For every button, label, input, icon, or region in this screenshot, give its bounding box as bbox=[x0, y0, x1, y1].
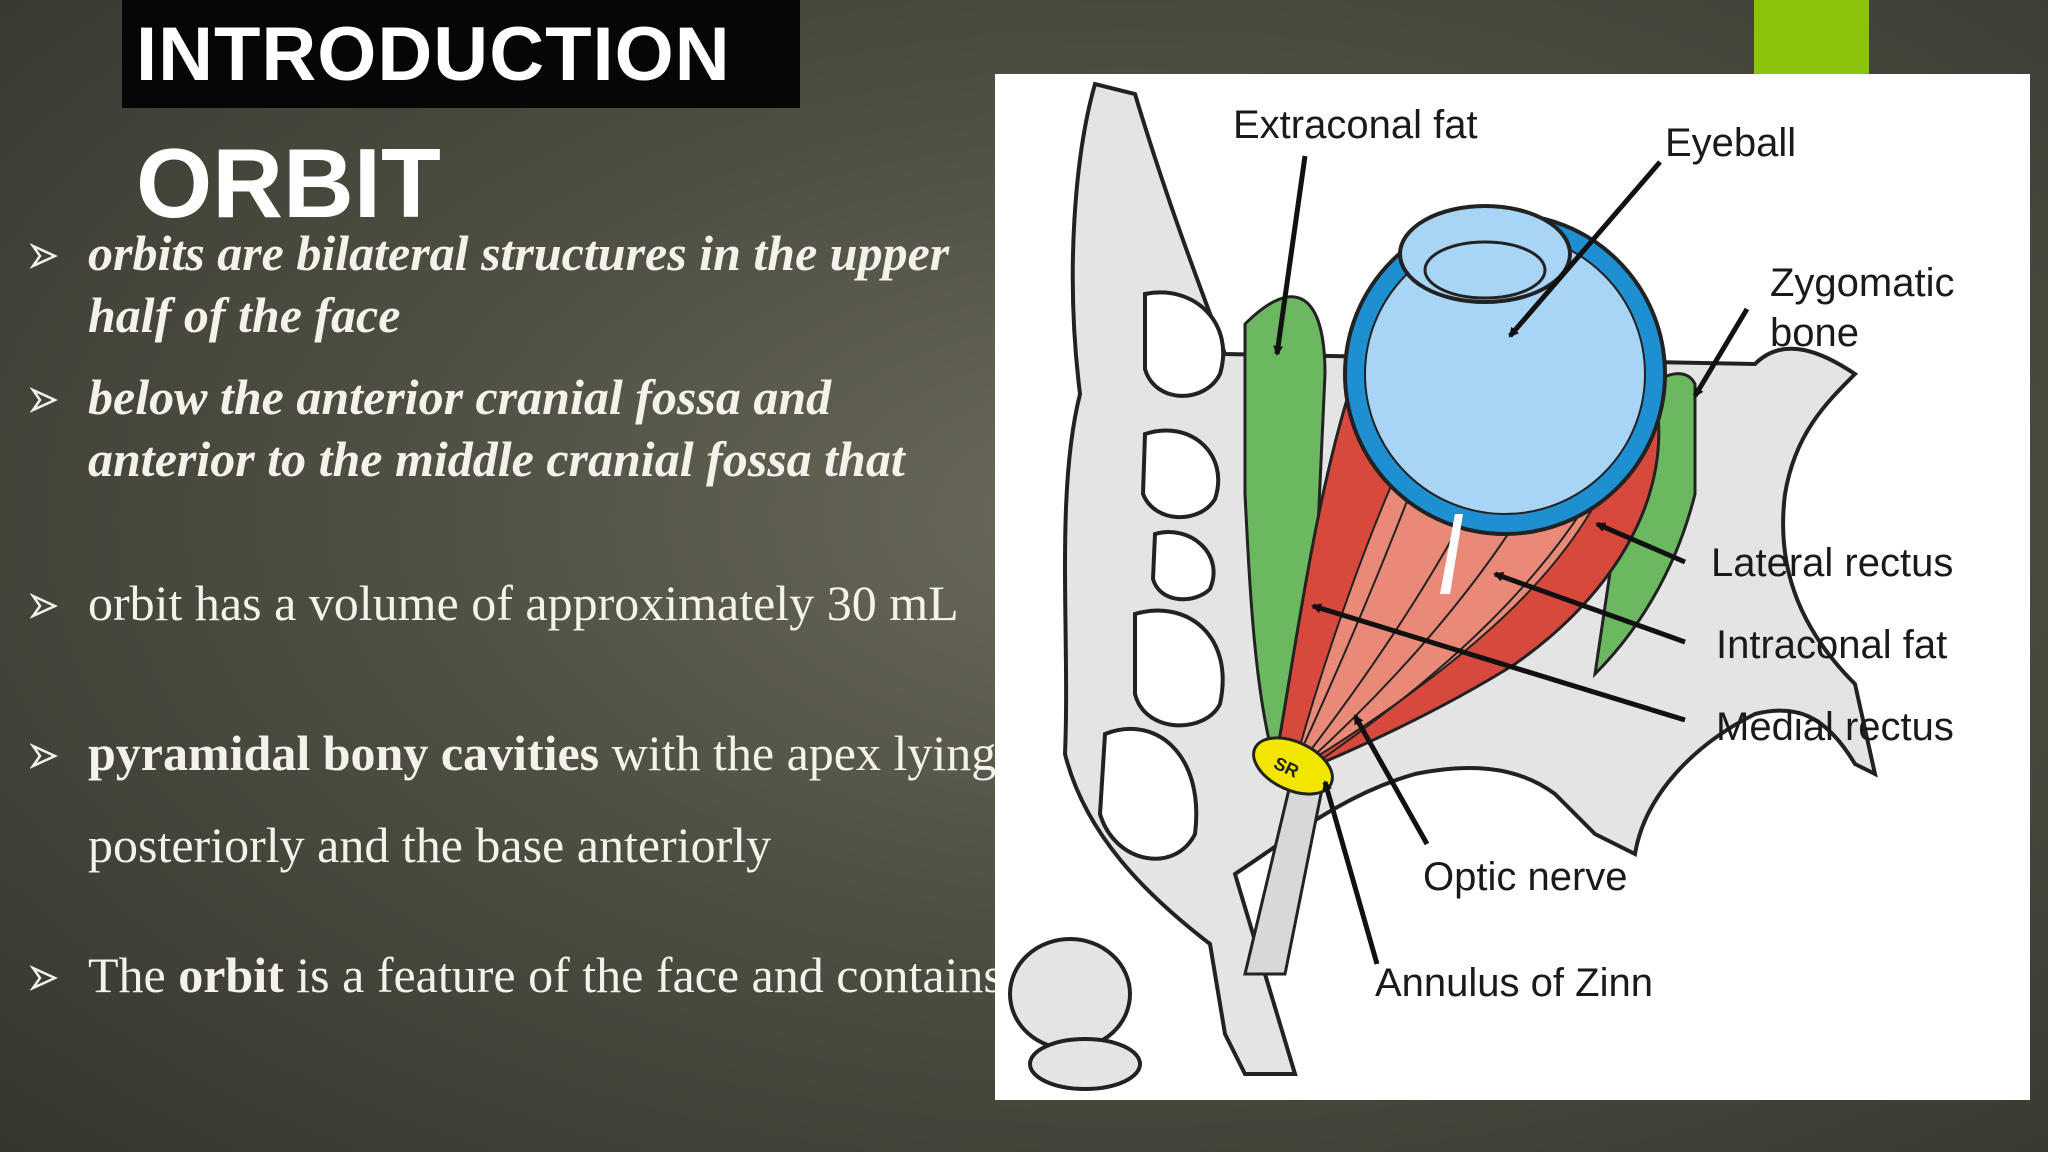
label-extraconal-fat: Extraconal fat bbox=[1233, 103, 1478, 147]
pointer-arrow bbox=[1273, 155, 1308, 356]
label-zygomatic-bone: Zygomatic bbox=[1770, 261, 1955, 305]
bullet-segment: is a feature of the face and contains bbox=[283, 947, 1003, 1003]
pointer-arrow bbox=[1692, 307, 1750, 398]
pointer-arrow bbox=[1322, 780, 1380, 965]
bullet-segment: The bbox=[88, 947, 179, 1003]
label-zygomatic-bone: bone bbox=[1770, 311, 1859, 355]
sinus-cell bbox=[1140, 428, 1221, 520]
accent-bar bbox=[1754, 0, 1869, 74]
sinus-cell bbox=[1008, 937, 1132, 1051]
slide-subtitle: ORBIT bbox=[136, 128, 441, 238]
nerve-streak bbox=[1440, 514, 1463, 594]
label-intraconal-fat: Intraconal fat bbox=[1716, 623, 1947, 667]
bullet-segment: orbit bbox=[178, 947, 284, 1003]
arrowhead-bullet-icon bbox=[30, 965, 58, 991]
bullet-segment: orbit has a volume of approximately 30 m… bbox=[88, 575, 959, 631]
sinus-cell bbox=[1133, 608, 1225, 728]
sinus-cell bbox=[1150, 530, 1216, 602]
bullet-text: orbits are bilateral structures in the u… bbox=[88, 222, 1008, 346]
sinus-cell bbox=[1028, 1037, 1142, 1091]
slide-title: INTRODUCTION bbox=[136, 12, 731, 97]
bullet-segment: with the apex lying posteriorly and the … bbox=[88, 725, 997, 873]
bullet-text: pyramidal bony cavities with the apex ly… bbox=[88, 707, 1008, 891]
orbit-anatomy-figure: SR Extraconal fat Eyeball Zygomatic bone… bbox=[995, 74, 2030, 1100]
label-lateral-rectus: Lateral rectus bbox=[1711, 541, 1953, 585]
sinus-cell bbox=[1143, 290, 1226, 398]
bullet-text: The orbit is a feature of the face and c… bbox=[88, 929, 1008, 1021]
bullet-segment: below the anterior cranial fossa and ant… bbox=[88, 369, 905, 487]
title-background bbox=[122, 0, 800, 108]
bullet-segment: orbits are bilateral structures in the u… bbox=[88, 225, 950, 343]
label-annulus-of-zinn: Annulus of Zinn bbox=[1375, 961, 1653, 1005]
label-optic-nerve: Optic nerve bbox=[1423, 855, 1628, 899]
lens-shape bbox=[1423, 240, 1547, 300]
arrowhead-bullet-icon bbox=[30, 387, 58, 413]
arrowhead-bullet-icon bbox=[30, 243, 58, 269]
pointer-arrow bbox=[1311, 603, 1686, 723]
label-medial-rectus: Medial rectus bbox=[1716, 705, 1954, 749]
bullet-text: below the anterior cranial fossa and ant… bbox=[88, 366, 1008, 490]
arrowhead-bullet-icon bbox=[30, 593, 58, 619]
arrowhead-bullet-icon bbox=[30, 743, 58, 769]
pointer-arrow bbox=[1352, 714, 1430, 846]
orbit-diagram: SR Extraconal fat Eyeball Zygomatic bone… bbox=[1008, 81, 1955, 1091]
sinus-cell bbox=[1097, 727, 1199, 861]
label-eyeball: Eyeball bbox=[1665, 121, 1796, 165]
bullet-segment: pyramidal bony cavities bbox=[88, 725, 600, 781]
pointer-arrow bbox=[1595, 521, 1686, 565]
pointer-arrow bbox=[1493, 571, 1686, 645]
bullet-text: orbit has a volume of approximately 30 m… bbox=[88, 572, 1008, 634]
pointer-arrow bbox=[1508, 160, 1662, 338]
